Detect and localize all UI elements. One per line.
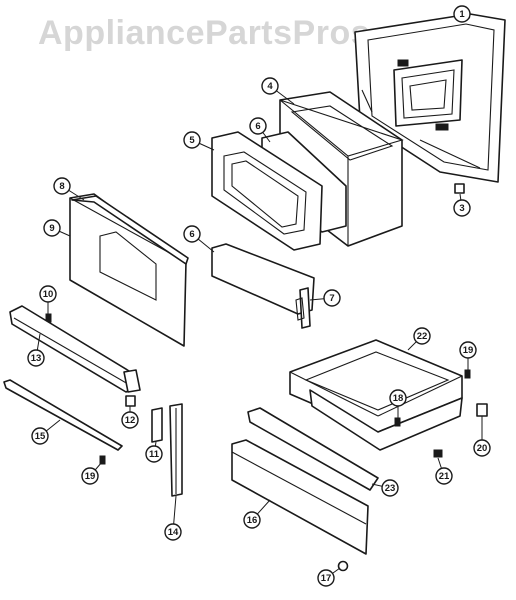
- door-frame-window: [211, 131, 323, 251]
- callout-6: 6: [249, 117, 271, 143]
- callout-19: 19: [459, 341, 477, 370]
- callout-number: 6: [189, 229, 194, 240]
- screw-19-left: [99, 455, 106, 465]
- callout-circle: [31, 427, 49, 445]
- callout-circle: [121, 411, 139, 429]
- callout-number: 1: [459, 9, 465, 20]
- door-clip: [454, 183, 465, 194]
- callout-circle: [183, 225, 201, 243]
- callout-number: 16: [247, 515, 258, 526]
- callout-6: 6: [183, 225, 215, 253]
- callout-8: 8: [53, 177, 85, 201]
- callout-number: 21: [439, 471, 450, 482]
- drawer-clip: [433, 449, 443, 458]
- callout-circle: [413, 327, 431, 345]
- callout-18: 18: [389, 389, 407, 418]
- callout-number: 8: [59, 181, 64, 192]
- bottom-trim-strip: [3, 379, 123, 451]
- vertical-strip-14: [169, 403, 183, 497]
- callout-circle: [27, 349, 45, 367]
- callout-12: 12: [121, 406, 139, 429]
- callout-circle: [323, 289, 341, 307]
- callout-14: 14: [164, 495, 182, 541]
- callout-number: 9: [49, 223, 54, 234]
- callout-number: 7: [329, 293, 334, 304]
- callout-circle: [453, 5, 471, 23]
- callout-circle: [317, 569, 335, 587]
- callout-7: 7: [309, 289, 341, 307]
- callout-number: 10: [43, 289, 54, 300]
- screw-18: [394, 417, 401, 427]
- door-hinge-bracket: [295, 287, 311, 329]
- callout-number: 23: [385, 483, 396, 494]
- drawer-knob: [337, 560, 349, 572]
- callout-circle: [435, 467, 453, 485]
- callout-22: 22: [407, 327, 431, 351]
- callout-21: 21: [435, 457, 453, 485]
- callout-number: 13: [31, 353, 42, 364]
- callout-circle: [381, 479, 399, 497]
- callout-number: 18: [393, 393, 404, 404]
- callout-number: 14: [168, 527, 179, 538]
- callout-circle: [249, 117, 267, 135]
- callout-number: 4: [267, 81, 273, 92]
- callout-5: 5: [183, 131, 215, 151]
- callout-10: 10: [39, 285, 57, 314]
- callout-16: 16: [243, 499, 271, 529]
- callout-circle: [39, 285, 57, 303]
- callout-number: 3: [459, 203, 464, 214]
- callout-circle: [53, 177, 71, 195]
- outer-door-panel: [69, 193, 187, 347]
- callout-number: 20: [477, 443, 488, 454]
- screw-19-right: [464, 369, 471, 379]
- callout-1: 1: [453, 5, 471, 23]
- storage-drawer-body: [289, 339, 463, 451]
- drawer-front-panel: [231, 439, 369, 555]
- callout-11: 11: [145, 441, 163, 463]
- callout-number: 17: [321, 573, 332, 584]
- callout-15: 15: [31, 419, 61, 445]
- callout-19: 19: [81, 461, 103, 485]
- callout-number: 19: [463, 345, 474, 356]
- callout-circle: [164, 523, 182, 541]
- callout-circle: [389, 389, 407, 407]
- vertical-strip-11: [151, 407, 163, 443]
- callout-number: 19: [85, 471, 96, 482]
- callout-number: 5: [189, 135, 195, 146]
- callout-number: 12: [125, 415, 136, 426]
- callout-circle: [183, 131, 201, 149]
- callout-circle: [473, 439, 491, 457]
- callout-number: 22: [417, 331, 428, 342]
- callout-4: 4: [261, 77, 295, 105]
- door-top-trim: [71, 195, 189, 265]
- callout-circle: [261, 77, 279, 95]
- door-glass-lower: [211, 243, 315, 315]
- callout-17: 17: [317, 567, 341, 587]
- callout-circle: [453, 199, 471, 217]
- callout-13: 13: [27, 333, 45, 367]
- callout-3: 3: [453, 193, 471, 217]
- callout-number: 6: [255, 121, 260, 132]
- door-handle: [9, 305, 141, 393]
- callout-circle: [145, 445, 163, 463]
- callout-20: 20: [473, 416, 491, 457]
- callout-23: 23: [371, 479, 399, 497]
- handle-end-cap: [125, 395, 136, 407]
- callout-circle: [459, 341, 477, 359]
- callout-number: 15: [35, 431, 46, 442]
- drawer-stop: [476, 403, 488, 417]
- callout-circle: [43, 219, 61, 237]
- callout-9: 9: [43, 219, 71, 237]
- callout-circle: [243, 511, 261, 529]
- callout-number: 11: [149, 449, 160, 460]
- callout-circle: [81, 467, 99, 485]
